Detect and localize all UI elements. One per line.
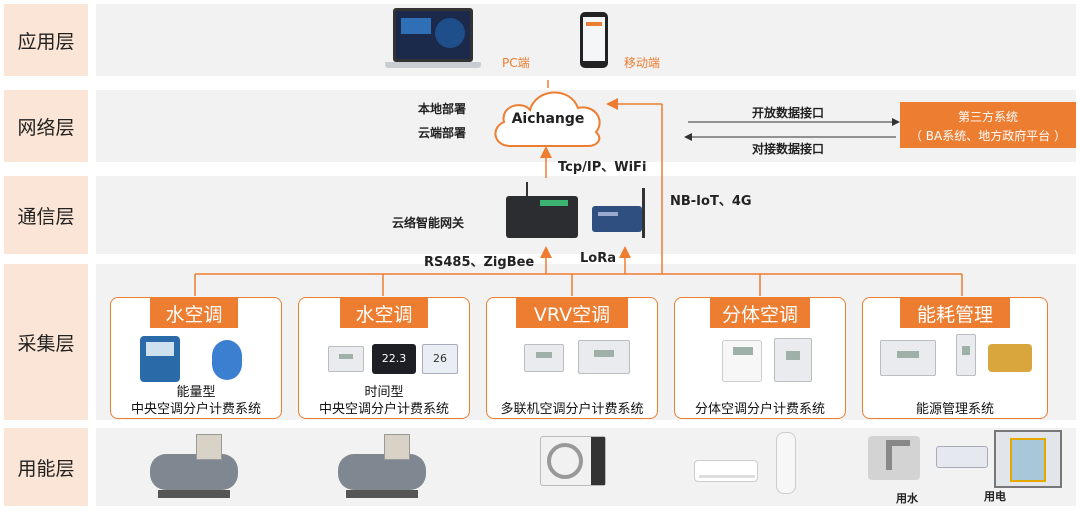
flow-meter-icon bbox=[212, 340, 242, 380]
lora-label: LoRa bbox=[580, 251, 616, 266]
layer-label-network: 网络层 bbox=[4, 90, 88, 162]
ceiling-light-icon bbox=[936, 446, 988, 468]
elevator-icon bbox=[994, 430, 1062, 488]
card-caption-energy-management: 能源管理系统 bbox=[915, 402, 994, 417]
laptop-icon bbox=[385, 8, 481, 70]
card-title-water-ac-time: 水空调 bbox=[340, 298, 428, 328]
chiller-unit-icon bbox=[150, 434, 238, 500]
caption-energy-type: 能量型 bbox=[176, 385, 216, 400]
dock-api-label: 对接数据接口 bbox=[752, 142, 825, 156]
caption-time-type: 时间型 bbox=[364, 385, 404, 400]
cloud-deploy-label: 云端部署 bbox=[418, 126, 467, 140]
third-party-box: 第三方系统 （ BA系统、地方政府平台 ） bbox=[900, 102, 1076, 148]
gateway-label: 云络智能网关 bbox=[392, 216, 465, 230]
heat-meter-icon bbox=[140, 336, 180, 382]
outdoor-ac-unit-icon bbox=[540, 436, 606, 486]
caption-central-ac-billing: 中央空调分户计费系统 bbox=[130, 402, 261, 417]
vrv-controller-icon bbox=[578, 340, 630, 374]
vrv-meter-icon bbox=[524, 344, 564, 372]
thermostat-reading: 22.3 bbox=[381, 352, 407, 365]
card-caption-vrv-ac: 多联机空调分户计费系统 bbox=[500, 402, 644, 417]
card-title-split-ac: 分体空调 bbox=[710, 298, 810, 328]
tcp-wifi-label: Tcp/IP、WiFi bbox=[558, 160, 647, 175]
pc-label: PC端 bbox=[502, 56, 530, 70]
wall-ac-unit-icon bbox=[694, 460, 758, 482]
energy-meter-small-icon bbox=[956, 334, 976, 376]
cloud-label: Aichange bbox=[511, 111, 585, 127]
water-meter-icon bbox=[988, 344, 1032, 372]
phone-icon bbox=[580, 12, 608, 68]
card-title-water-ac-energy: 水空调 bbox=[150, 298, 238, 328]
mobile-label: 移动端 bbox=[624, 56, 661, 70]
card-title-vrv-ac: VRV空调 bbox=[516, 298, 628, 328]
nbiot-label: NB-IoT、4G bbox=[670, 194, 752, 209]
smart-socket-icon bbox=[722, 340, 762, 382]
energy-meter-large-icon bbox=[880, 340, 936, 376]
layer-label-app: 应用层 bbox=[4, 4, 88, 76]
open-api-label: 开放数据接口 bbox=[752, 106, 825, 120]
power-use-label: 用电 bbox=[984, 490, 1006, 503]
split-meter-icon bbox=[774, 338, 812, 382]
din-meter-icon bbox=[328, 346, 364, 372]
floor-ac-unit-icon bbox=[776, 432, 796, 494]
card-caption-water-ac-time: 时间型 中央空调分户计费系统 bbox=[300, 384, 468, 418]
rs485-label: RS485、ZigBee bbox=[424, 255, 535, 270]
layer-label-collect: 采集层 bbox=[4, 264, 88, 420]
caption-central-ac-billing-2: 中央空调分户计费系统 bbox=[318, 402, 449, 417]
third-party-subtitle: （ BA系统、地方政府平台 ） bbox=[909, 129, 1067, 143]
thermostat-light-icon: 26 bbox=[422, 344, 458, 374]
cloud-icon bbox=[494, 91, 601, 147]
chiller-unit-icon-2 bbox=[338, 434, 426, 500]
card-caption-split-ac: 分体空调分户计费系统 bbox=[694, 402, 825, 417]
local-deploy-label: 本地部署 bbox=[418, 102, 467, 116]
water-use-label: 用水 bbox=[896, 492, 918, 505]
third-party-title: 第三方系统 bbox=[957, 110, 1018, 124]
layer-band-comm bbox=[96, 176, 1076, 254]
layer-label-energy: 用能层 bbox=[4, 428, 88, 506]
thermostat-dark-icon: 22.3 bbox=[372, 344, 416, 374]
card-title-energy-management: 能耗管理 bbox=[900, 298, 1010, 328]
gateway-device-icon bbox=[506, 182, 578, 240]
faucet-icon bbox=[868, 436, 920, 480]
card-caption-water-ac-energy: 能量型 中央空调分户计费系统 bbox=[112, 384, 280, 418]
router-device-icon bbox=[590, 188, 658, 242]
layer-label-comm: 通信层 bbox=[4, 176, 88, 254]
thermostat-light-reading: 26 bbox=[433, 352, 447, 365]
